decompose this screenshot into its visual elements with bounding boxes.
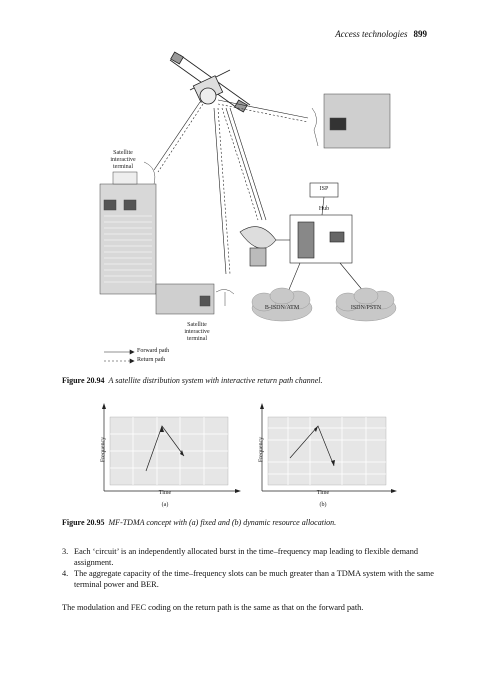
legend-lines xyxy=(104,349,135,364)
caption-95-text: MF-TDMA concept with (a) fixed and (b) d… xyxy=(108,518,337,527)
cloud-isdn xyxy=(335,287,397,322)
label-satellite-terminal-bottom: Satellite interactive terminal xyxy=(184,322,210,342)
satellite-icon xyxy=(169,51,251,113)
building-left xyxy=(99,161,157,295)
hub-box xyxy=(289,196,353,264)
numbered-list: 3. Each ‘circuit’ is an independently al… xyxy=(62,546,442,590)
closing-paragraph: The modulation and FEC coding on the ret… xyxy=(62,603,364,612)
chart-panel-b xyxy=(260,403,397,493)
list-item-text: The aggregate capacity of the time–frequ… xyxy=(74,569,434,589)
running-title: Access technologies xyxy=(335,29,408,39)
label-bisdn: B-ISDN/ATM xyxy=(264,305,300,311)
cloud-bisdn xyxy=(251,287,313,322)
panel-a-xlabel: Time xyxy=(158,490,172,496)
list-item-number: 3. xyxy=(62,547,69,556)
panel-b-ylabel: Frequency xyxy=(258,436,265,463)
legend-forward: Forward path xyxy=(137,348,170,354)
panel-a-ylabel: Frequency xyxy=(100,436,107,463)
caption-94-number: Figure 20.94 xyxy=(62,376,105,385)
label-isdn: ISDN/PSTN xyxy=(350,305,382,311)
label-isp: ISP xyxy=(319,186,329,192)
list-item: 4. The aggregate capacity of the time–fr… xyxy=(62,568,442,590)
list-item-number: 4. xyxy=(62,569,69,578)
running-header: Access technologies 899 xyxy=(0,29,427,39)
caption-94-text: A satellite distribution system with int… xyxy=(108,376,323,385)
page-number: 899 xyxy=(413,29,428,39)
panel-b-sublabel: (b) xyxy=(319,502,327,508)
building-top-right xyxy=(311,93,391,149)
panel-b-xlabel: Time xyxy=(316,490,330,496)
chart-panel-a xyxy=(102,403,241,493)
caption-95-number: Figure 20.95 xyxy=(62,518,105,527)
hub-dish-icon xyxy=(239,226,290,267)
building-bottom xyxy=(155,283,235,315)
panel-a-sublabel: (a) xyxy=(161,502,169,508)
list-item-text: Each ‘circuit’ is an independently alloc… xyxy=(74,547,419,567)
signal-paths xyxy=(153,99,309,275)
label-hub: Hub xyxy=(318,206,330,212)
list-item: 3. Each ‘circuit’ is an independently al… xyxy=(62,546,442,568)
label-satellite-terminal-top: Satellite interactive terminal xyxy=(110,150,136,170)
legend-return: Return path xyxy=(137,357,166,363)
